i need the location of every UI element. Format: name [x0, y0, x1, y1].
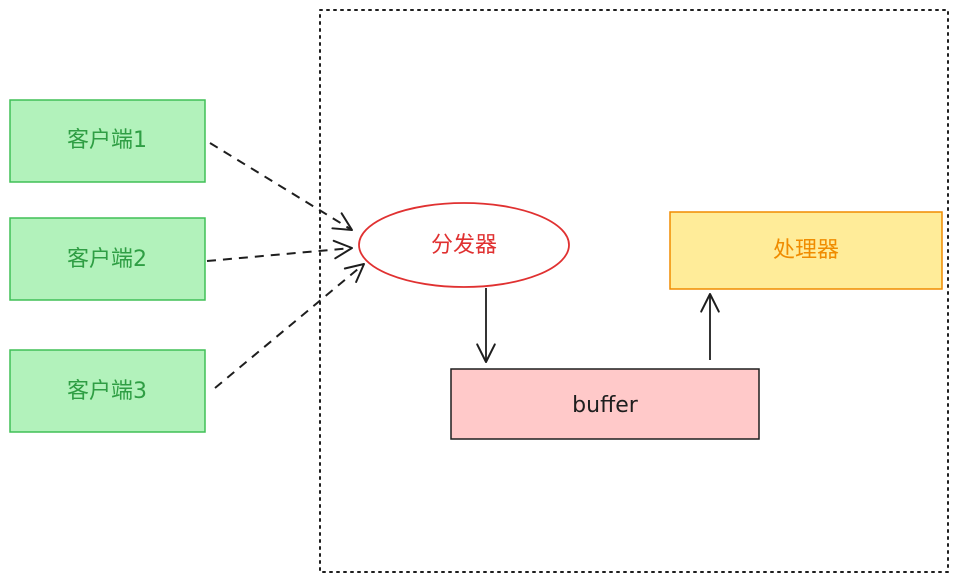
- client-1-to-dispatcher-arrow: [209, 142, 353, 231]
- client-3-to-dispatcher-arrow: [214, 263, 365, 389]
- client-node-3[interactable]: 客户端3: [9, 349, 206, 433]
- dispatcher-label: 分发器: [431, 233, 497, 258]
- client-3-label: 客户端3: [67, 379, 147, 404]
- processor-node[interactable]: 处理器: [669, 211, 943, 290]
- buffer-node[interactable]: buffer: [450, 368, 760, 440]
- client-2-label: 客户端2: [67, 247, 147, 272]
- client-node-1[interactable]: 客户端1: [9, 99, 206, 183]
- system-boundary-frame: [319, 9, 949, 573]
- client-2-to-dispatcher-arrow: [206, 239, 353, 262]
- buffer-label: buffer: [572, 393, 639, 418]
- processor-label: 处理器: [773, 238, 839, 263]
- client-1-label: 客户端1: [67, 128, 147, 153]
- dispatcher-node[interactable]: 分发器: [358, 202, 570, 288]
- client-node-2[interactable]: 客户端2: [9, 217, 206, 301]
